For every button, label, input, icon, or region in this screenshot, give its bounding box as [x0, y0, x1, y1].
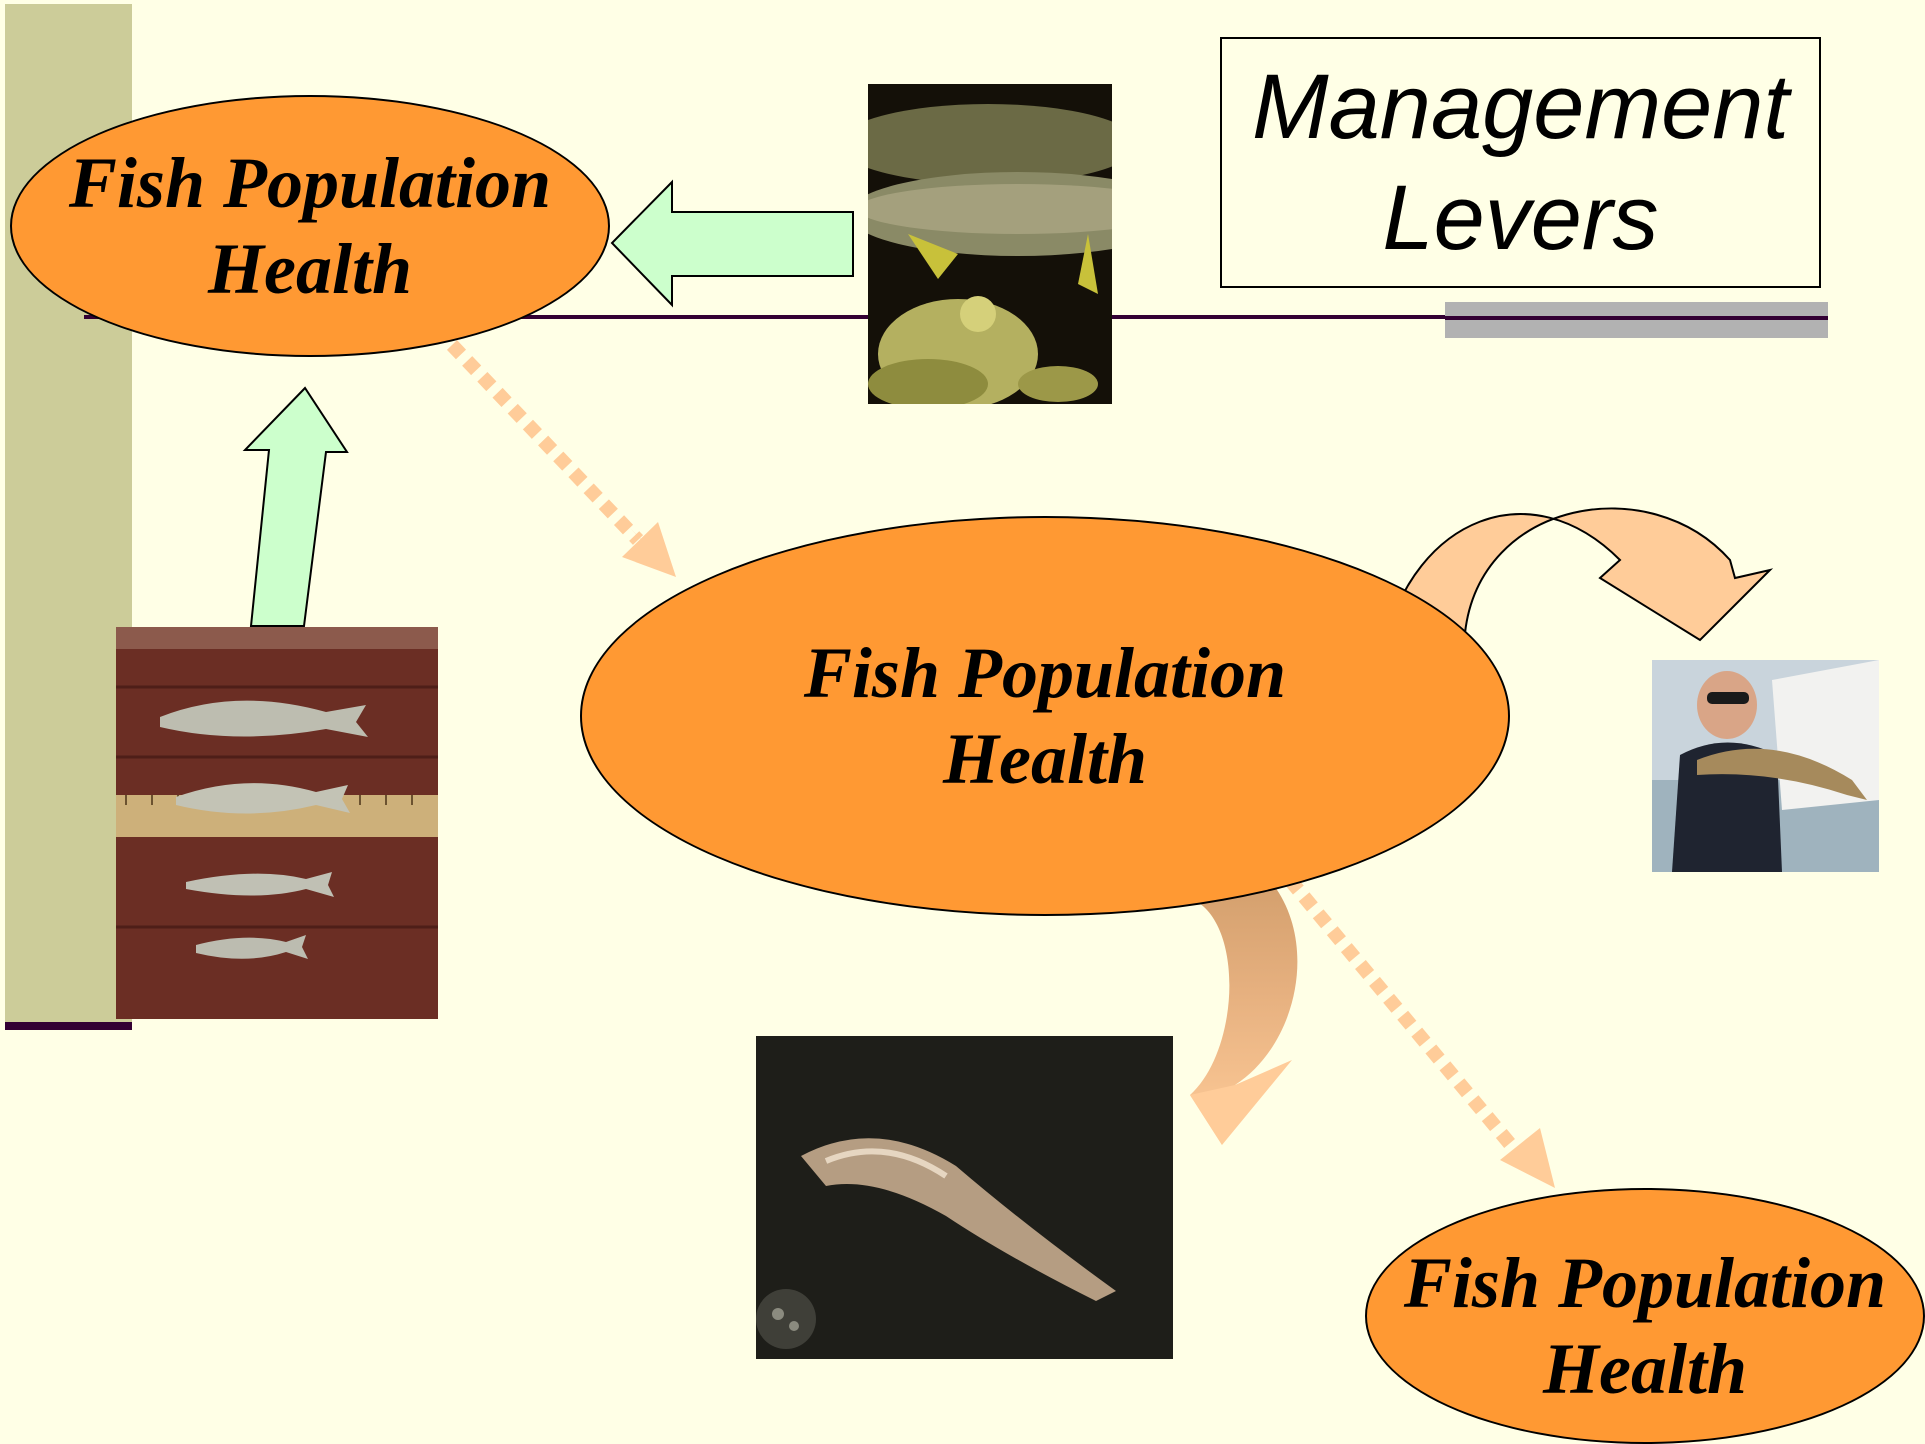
fish-on-ruler-photo: [116, 627, 438, 1019]
spawning-fish-photo: [868, 84, 1112, 404]
node-fish-population-health-top: Fish Population Health: [10, 95, 610, 357]
node-label: Fish Population Health: [1403, 1242, 1887, 1409]
dotted-arrow-top-to-center: [446, 340, 676, 577]
dead-fish-photo: [756, 1036, 1173, 1359]
angler-photo: [1652, 660, 1879, 872]
green-arrow-up: [242, 386, 349, 627]
node-fish-population-health-center: Fish Population Health: [580, 516, 1510, 916]
title-box: Management Levers: [1220, 37, 1821, 288]
side-bar-base-line: [5, 1022, 132, 1030]
slide-title: Management Levers: [1252, 56, 1789, 269]
curved-arrow-tip: [1190, 1060, 1292, 1145]
curved-arrow-to-angler: [1383, 507, 1774, 645]
node-label: Fish Population Health: [68, 142, 552, 309]
node-label: Fish Population Health: [803, 632, 1287, 799]
dotted-arrow-center-to-bottom: [1284, 875, 1555, 1188]
green-arrow-left: [610, 179, 854, 308]
title-rule-accent: [1445, 302, 1828, 338]
node-fish-population-health-bottom: Fish Population Health: [1365, 1188, 1925, 1444]
curved-arrow-to-dead-fish: [1190, 838, 1298, 1145]
title-rule-accent-line: [1445, 316, 1828, 320]
